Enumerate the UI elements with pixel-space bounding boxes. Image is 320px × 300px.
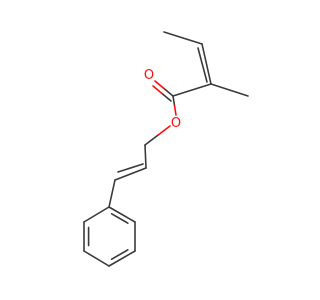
bond-calpha-methyl bbox=[210, 83, 249, 97]
atom-label-o-ester: O bbox=[171, 116, 181, 131]
bond-co-1-a bbox=[163, 87, 174, 97]
bond-calpha-carbonyl bbox=[172, 83, 212, 97]
bond-oester-ch2-b bbox=[144, 134, 159, 146]
structure-canvas: O O bbox=[83, 31, 249, 267]
bond-ch-calpha bbox=[201, 43, 212, 85]
bond-co-1-b bbox=[154, 80, 165, 90]
bond-c-oester-b bbox=[173, 104, 177, 116]
ring-bond-2 bbox=[108, 250, 136, 267]
ring-bond-5 bbox=[83, 206, 110, 223]
ring-inner-2 bbox=[110, 249, 129, 261]
bond-vinyl-2 bbox=[117, 163, 144, 173]
bond-ch-calpha-2 bbox=[197, 47, 208, 83]
bond-oester-ch2-a bbox=[156, 125, 171, 137]
ring-bond-0 bbox=[108, 206, 136, 223]
bond-vinyl bbox=[114, 167, 147, 181]
ring-inner-0 bbox=[110, 212, 129, 224]
bond-co-2-a bbox=[161, 92, 172, 102]
bond-co-2-b bbox=[152, 85, 163, 95]
molecule-drawing: O O bbox=[83, 31, 249, 267]
atom-label-o-carbonyl: O bbox=[144, 68, 154, 83]
bond-vinyl-phenyl bbox=[108, 179, 116, 208]
bond-methyl-ch bbox=[163, 31, 203, 45]
bond-c-oester-a bbox=[172, 95, 176, 107]
bond-layer bbox=[83, 31, 249, 267]
bond-ch2-vinyl bbox=[144, 144, 147, 169]
ring-bond-3 bbox=[83, 250, 110, 267]
